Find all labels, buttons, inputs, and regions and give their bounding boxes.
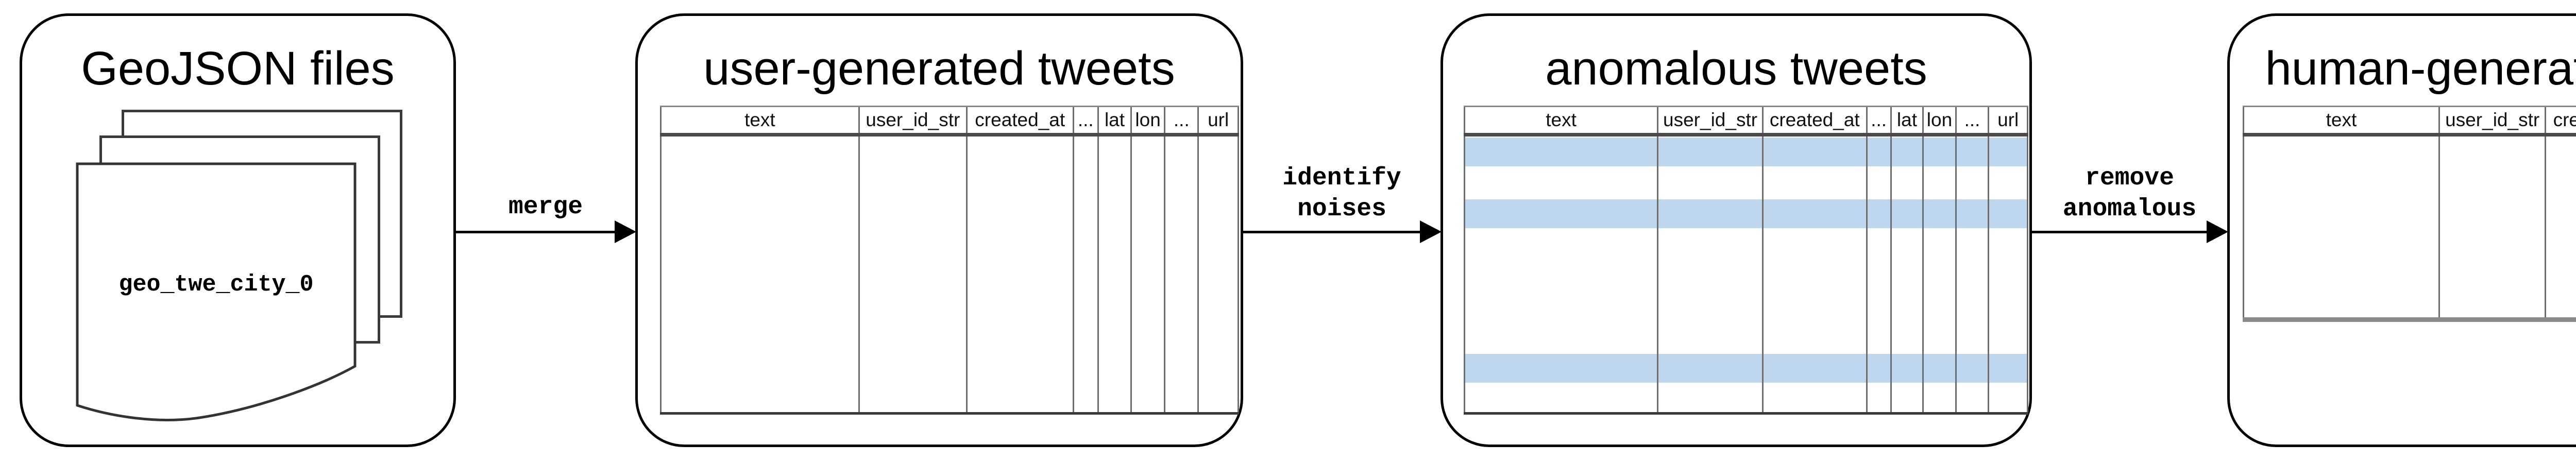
column-header-text: text <box>2243 107 2440 133</box>
human-generated-tweets-table: text user_id_str created_at ... lat lon … <box>2243 106 2576 322</box>
column-header-lat: lat <box>1099 107 1132 133</box>
identify-noises-arrow-line <box>1243 231 1421 233</box>
document-wavy-page-shape <box>76 162 357 421</box>
highlighted-row <box>1464 354 2028 383</box>
column-header-ellipsis-2: ... <box>1165 107 1199 133</box>
remove-anomalous-arrow-line <box>2032 231 2208 233</box>
table-body-highlighted <box>1464 136 2028 415</box>
column-header-text: text <box>660 107 860 133</box>
column-header-ellipsis-1: ... <box>1074 107 1099 133</box>
merge-arrow-line <box>456 231 616 233</box>
arrow-label-remove-anomalous: remove anomalous <box>2032 163 2227 225</box>
column-header-created-at: created_at <box>1764 107 1868 133</box>
arrow-label-identify-noises: identify noises <box>1243 163 1440 225</box>
document-filename-label: geo_twe_city_0 <box>118 271 314 298</box>
column-header-created-at: created_at <box>968 107 1074 133</box>
column-header-user-id-str: user_id_str <box>1658 107 1764 133</box>
stage-box-anomalous-tweets: anomalous tweets text user_id_str create… <box>1440 13 2032 447</box>
merge-arrow-head-icon <box>615 220 636 243</box>
column-header-lon: lon <box>1132 107 1166 133</box>
document-page-front: geo_twe_city_0 <box>76 162 357 428</box>
column-header-lon: lon <box>1924 107 1957 133</box>
stage-title-anomalous-tweets: anomalous tweets <box>1545 42 1927 95</box>
table-header-row: text user_id_str created_at ... lat lon … <box>660 106 1239 136</box>
stage-title-user-generated-tweets: user-generated tweets <box>703 42 1175 95</box>
table-column-grid <box>660 136 1239 412</box>
column-header-ellipsis-1: ... <box>1868 107 1892 133</box>
highlighted-row <box>1464 138 2028 166</box>
stage-title-geojson-files: GeoJSON files <box>81 42 395 95</box>
remove-anomalous-arrow-head-icon <box>2207 220 2228 243</box>
table-header-row: text user_id_str created_at ... lat lon … <box>1464 106 2028 136</box>
table-body-empty <box>660 136 1239 415</box>
column-header-url: url <box>1989 107 2028 133</box>
column-header-lat: lat <box>1892 107 1924 133</box>
stage-box-human-generated-tweets: human-generated tweets text user_id_str … <box>2227 13 2576 447</box>
arrow-label-line2: noises <box>1297 195 1386 223</box>
anomalous-tweets-table: text user_id_str created_at ... lat lon … <box>1464 106 2028 415</box>
user-generated-tweets-table: text user_id_str created_at ... lat lon … <box>660 106 1239 415</box>
column-header-user-id-str: user_id_str <box>2440 107 2547 133</box>
highlighted-row <box>1464 199 2028 228</box>
table-header-row: text user_id_str created_at ... lat lon … <box>2243 106 2576 136</box>
arrow-label-line1: identify <box>1282 164 1401 192</box>
arrow-label-line2: anomalous <box>2062 195 2197 223</box>
table-column-grid <box>2243 136 2576 317</box>
column-header-text: text <box>1464 107 1659 133</box>
arrow-label-line1: remove <box>2085 164 2174 192</box>
table-column-grid <box>1464 136 2028 412</box>
column-header-user-id-str: user_id_str <box>860 107 968 133</box>
column-header-url: url <box>1199 107 1239 133</box>
table-body-empty <box>2243 136 2576 322</box>
column-header-ellipsis-2: ... <box>1957 107 1990 133</box>
arrow-label-merge: merge <box>508 193 583 221</box>
identify-noises-arrow-head-icon <box>1420 220 1442 243</box>
column-header-created-at: created_at <box>2546 107 2576 133</box>
stage-box-user-generated-tweets: user-generated tweets text user_id_str c… <box>635 13 1243 447</box>
stage-title-human-generated-tweets: human-generated tweets <box>2265 42 2576 95</box>
stage-box-geojson-files: GeoJSON files geo_twe_city_0 <box>20 13 456 447</box>
